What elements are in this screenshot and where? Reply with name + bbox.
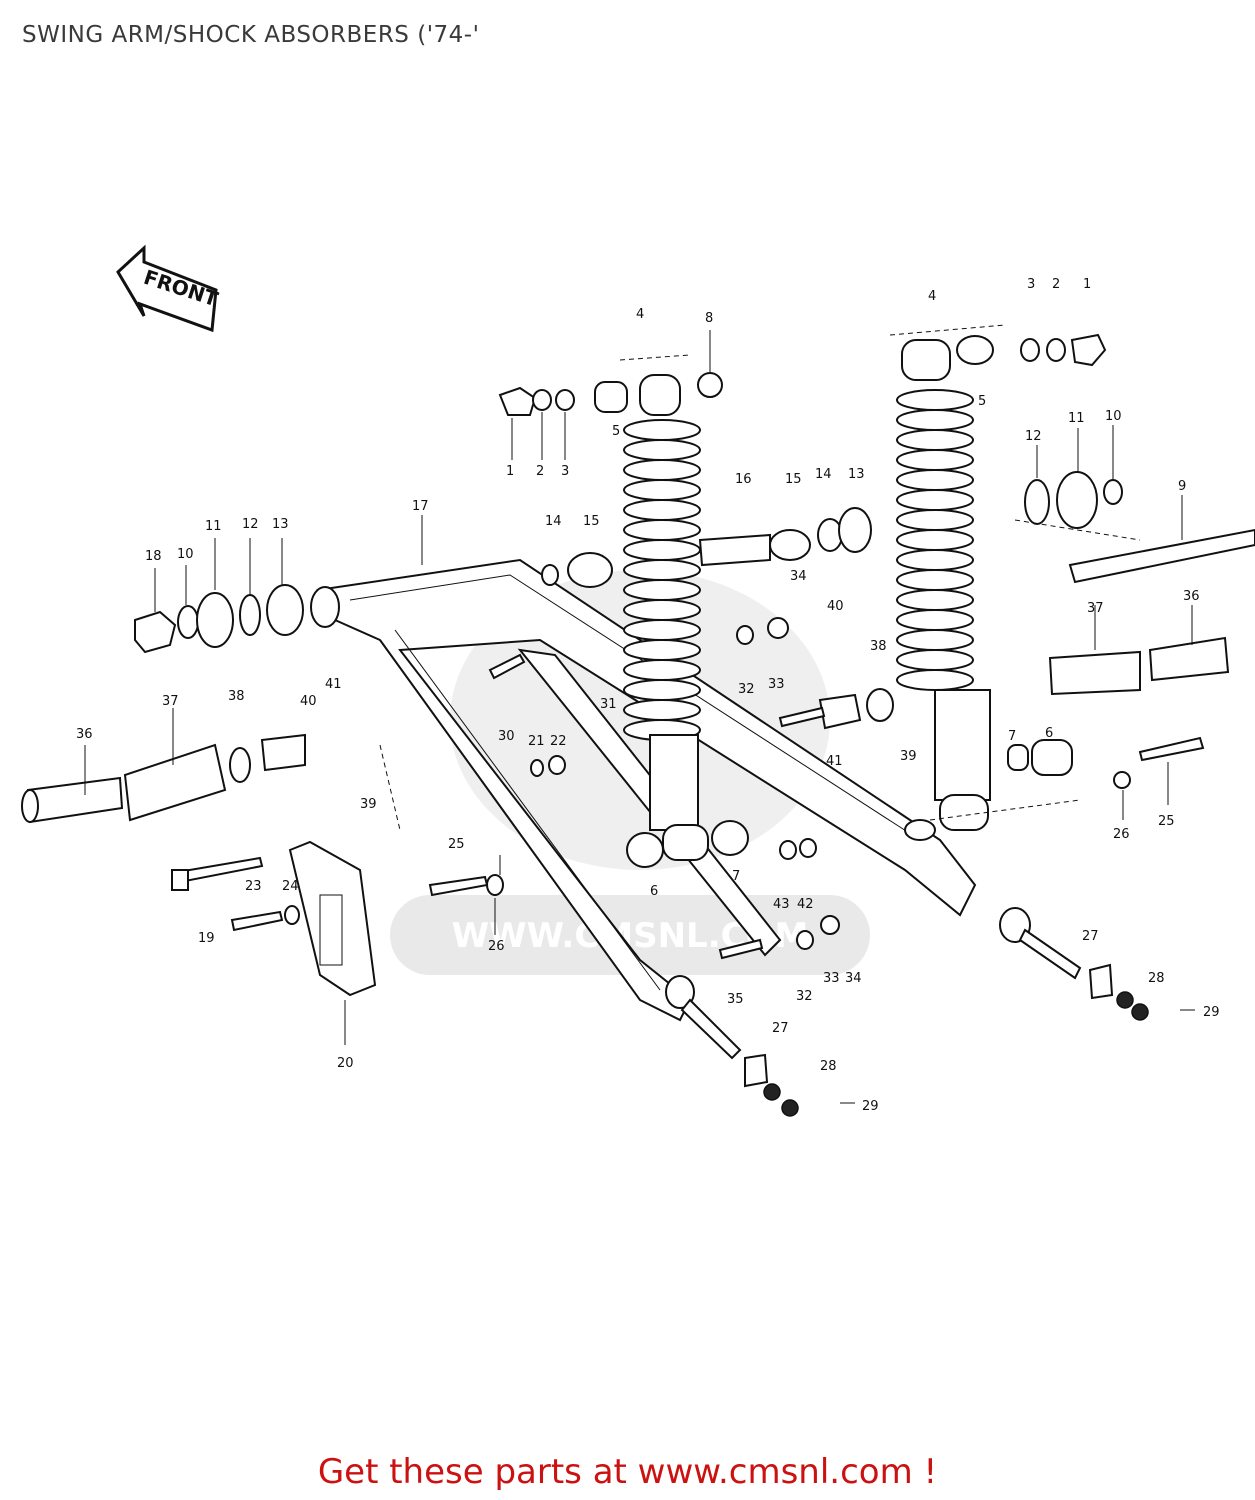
pivot-shaft (698, 528, 1255, 584)
callout-41b: 41 (325, 677, 342, 692)
callout-11b: 11 (205, 519, 222, 534)
callout-14b: 14 (545, 514, 562, 529)
callout-40b: 40 (300, 694, 317, 709)
callout-18: 18 (145, 549, 162, 564)
callout-2b: 2 (1052, 277, 1060, 292)
callout-33: 33 (768, 677, 785, 692)
callout-27b: 27 (772, 1021, 789, 1036)
callout-3b: 3 (1027, 277, 1035, 292)
callout-29: 29 (1203, 1005, 1220, 1020)
callout-37: 37 (1087, 601, 1104, 616)
callout-6: 6 (1045, 726, 1053, 741)
callout-29b: 29 (862, 1099, 879, 1114)
callout-4b: 4 (928, 289, 936, 304)
callout-35: 35 (727, 992, 744, 1007)
exploded-parts-diagram: WWW.CMSNL.COM FRONT (21, 244, 1255, 1117)
callout-14: 14 (815, 467, 832, 482)
callout-28: 28 (1148, 971, 1165, 986)
callout-15: 15 (785, 472, 802, 487)
callout-32b: 32 (796, 989, 813, 1004)
callout-34: 34 (790, 569, 807, 584)
callout-24: 24 (282, 879, 299, 894)
right-shock-absorber (896, 339, 991, 831)
footrests (21, 636, 1230, 824)
callout-19: 19 (198, 931, 215, 946)
page-title: SWING ARM/SHOCK ABSORBERS ('74-' (22, 22, 480, 48)
callout-1b: 1 (1083, 277, 1091, 292)
callout-12: 12 (1025, 429, 1042, 444)
callout-5b: 5 (978, 394, 986, 409)
callout-15b: 15 (583, 514, 600, 529)
callout-30: 30 (498, 729, 515, 744)
callout-39b: 39 (360, 797, 377, 812)
callout-42: 42 (797, 897, 814, 912)
callout-37b: 37 (162, 694, 179, 709)
callout-21: 21 (528, 734, 545, 749)
callout-1: 1 (506, 464, 514, 479)
callout-8: 8 (705, 311, 713, 326)
callout-22: 22 (550, 734, 567, 749)
leader-lines (84, 324, 1195, 1104)
callout-10b: 10 (177, 547, 194, 562)
callout-2: 2 (536, 464, 544, 479)
callout-3: 3 (561, 464, 569, 479)
callout-25: 25 (1158, 814, 1175, 829)
bushings-washers-nuts (134, 333, 1131, 950)
callout-34b: 34 (845, 971, 862, 986)
callout-23: 23 (245, 879, 262, 894)
callout-38b: 38 (228, 689, 245, 704)
front-arrow-icon: FRONT (116, 244, 221, 333)
right-shock-spring (896, 389, 974, 691)
callout-7: 7 (1008, 729, 1016, 744)
callout-43: 43 (773, 897, 790, 912)
chain-adjusters (665, 907, 1149, 1117)
callout-6b: 6 (650, 884, 658, 899)
left-shock-spring (623, 419, 701, 741)
callout-39: 39 (900, 749, 917, 764)
callout-28b: 28 (820, 1059, 837, 1074)
callout-38: 38 (870, 639, 887, 654)
callout-13b: 13 (272, 517, 289, 532)
callout-32: 32 (738, 682, 755, 697)
callout-7b: 7 (732, 869, 740, 884)
callout-41: 41 (826, 754, 843, 769)
callout-36: 36 (1183, 589, 1200, 604)
callout-20: 20 (337, 1056, 354, 1071)
callout-11: 11 (1068, 411, 1085, 426)
callout-9: 9 (1178, 479, 1186, 494)
callout-26b: 26 (488, 939, 505, 954)
callout-5: 5 (612, 424, 620, 439)
callout-4: 4 (636, 307, 644, 322)
callout-16: 16 (735, 472, 752, 487)
callout-33b: 33 (823, 971, 840, 986)
callout-13: 13 (848, 467, 865, 482)
callout-17: 17 (412, 499, 429, 514)
callout-labels: 1 2 3 4 8 5 4 3 2 1 5 12 11 10 9 16 15 1… (76, 277, 1220, 1114)
callout-36b: 36 (76, 727, 93, 742)
callout-25b: 25 (448, 837, 465, 852)
left-shock-absorber (623, 374, 709, 861)
callout-12b: 12 (242, 517, 259, 532)
bolts (171, 653, 1205, 960)
callout-31: 31 (600, 697, 617, 712)
callout-40: 40 (827, 599, 844, 614)
callout-26: 26 (1113, 827, 1130, 842)
callout-10: 10 (1105, 409, 1122, 424)
promo-footer-link[interactable]: Get these parts at www.cmsnl.com ! (317, 1452, 938, 1492)
callout-27: 27 (1082, 929, 1099, 944)
